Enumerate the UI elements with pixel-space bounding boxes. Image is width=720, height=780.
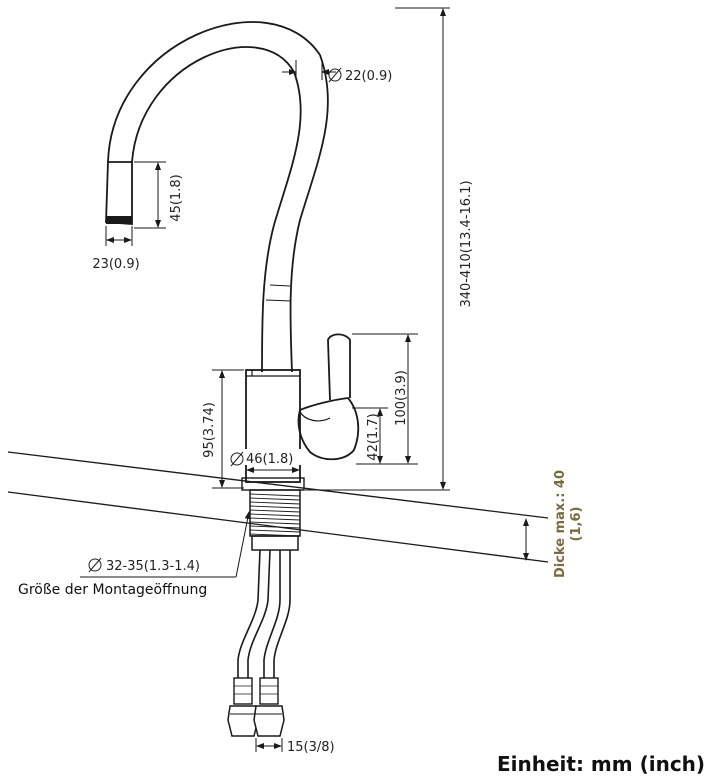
lever-height-value: 100(3.9) <box>394 370 409 426</box>
thickness-label-line1: Dicke max.: 40 <box>553 470 568 578</box>
dim-lever-height: 100(3.9) <box>352 333 418 465</box>
total-height-value: 340-410(13.4-16.1) <box>459 180 474 307</box>
lever-handle <box>297 333 360 461</box>
lever-base-value: 42(1.7) <box>366 413 381 460</box>
diameter-symbol-icon <box>88 557 102 573</box>
threaded-shank <box>249 489 301 551</box>
dim-mounting-hole: 32-35(1.3-1.4) Größe der Montageöffnung <box>18 511 251 598</box>
supply-hoses <box>227 549 291 737</box>
dim-counter-thickness: Dicke max.: 40 (1,6) <box>523 470 584 578</box>
thread-ridge <box>249 517 301 521</box>
spout-diameter-value: 22(0.9) <box>345 69 392 84</box>
thread-ridge <box>249 529 301 533</box>
thread-ridge <box>249 513 301 517</box>
thread-ridge <box>249 533 301 537</box>
connector-value: 15(3/8) <box>287 740 335 755</box>
thickness-label-line2: (1,6) <box>569 507 584 542</box>
thread-ridge <box>249 497 301 501</box>
dim-body-height: 95(3.74) <box>202 369 244 489</box>
thread-ridge <box>249 493 301 497</box>
thread-ridge <box>249 525 301 529</box>
spray-head <box>105 161 133 225</box>
spray-head-width-value: 23(0.9) <box>92 257 139 272</box>
thread-ridge <box>249 501 301 505</box>
thread-ridge <box>249 521 301 525</box>
body-diameter-value: 46(1.8) <box>246 452 293 467</box>
faucet-body <box>241 369 305 491</box>
mounting-hole-value: 32-35(1.3-1.4) <box>106 559 200 574</box>
dim-spout-diameter: 22(0.9) <box>282 60 392 84</box>
spray-head-length-value: 45(1.8) <box>169 174 184 221</box>
body-height-value: 95(3.74) <box>202 402 217 458</box>
unit-label: Einheit: mm (inch) <box>497 752 705 776</box>
dim-lever-base: 42(1.7) <box>352 407 388 464</box>
dim-spray-head-length: 45(1.8) <box>134 161 184 229</box>
diameter-symbol-icon <box>230 451 244 467</box>
dim-spray-head-width: 23(0.9) <box>92 226 140 272</box>
dim-connector: 15(3/8) <box>255 738 335 755</box>
dim-total-height: 340-410(13.4-16.1) <box>305 7 474 491</box>
thread-ridge <box>249 505 301 509</box>
mounting-hole-caption: Größe der Montageöffnung <box>18 582 207 598</box>
thread-ridge <box>249 509 301 513</box>
dim-body-diameter: 46(1.8) <box>230 449 303 473</box>
gooseneck-spout <box>107 21 329 373</box>
diameter-symbol-icon <box>328 67 342 83</box>
